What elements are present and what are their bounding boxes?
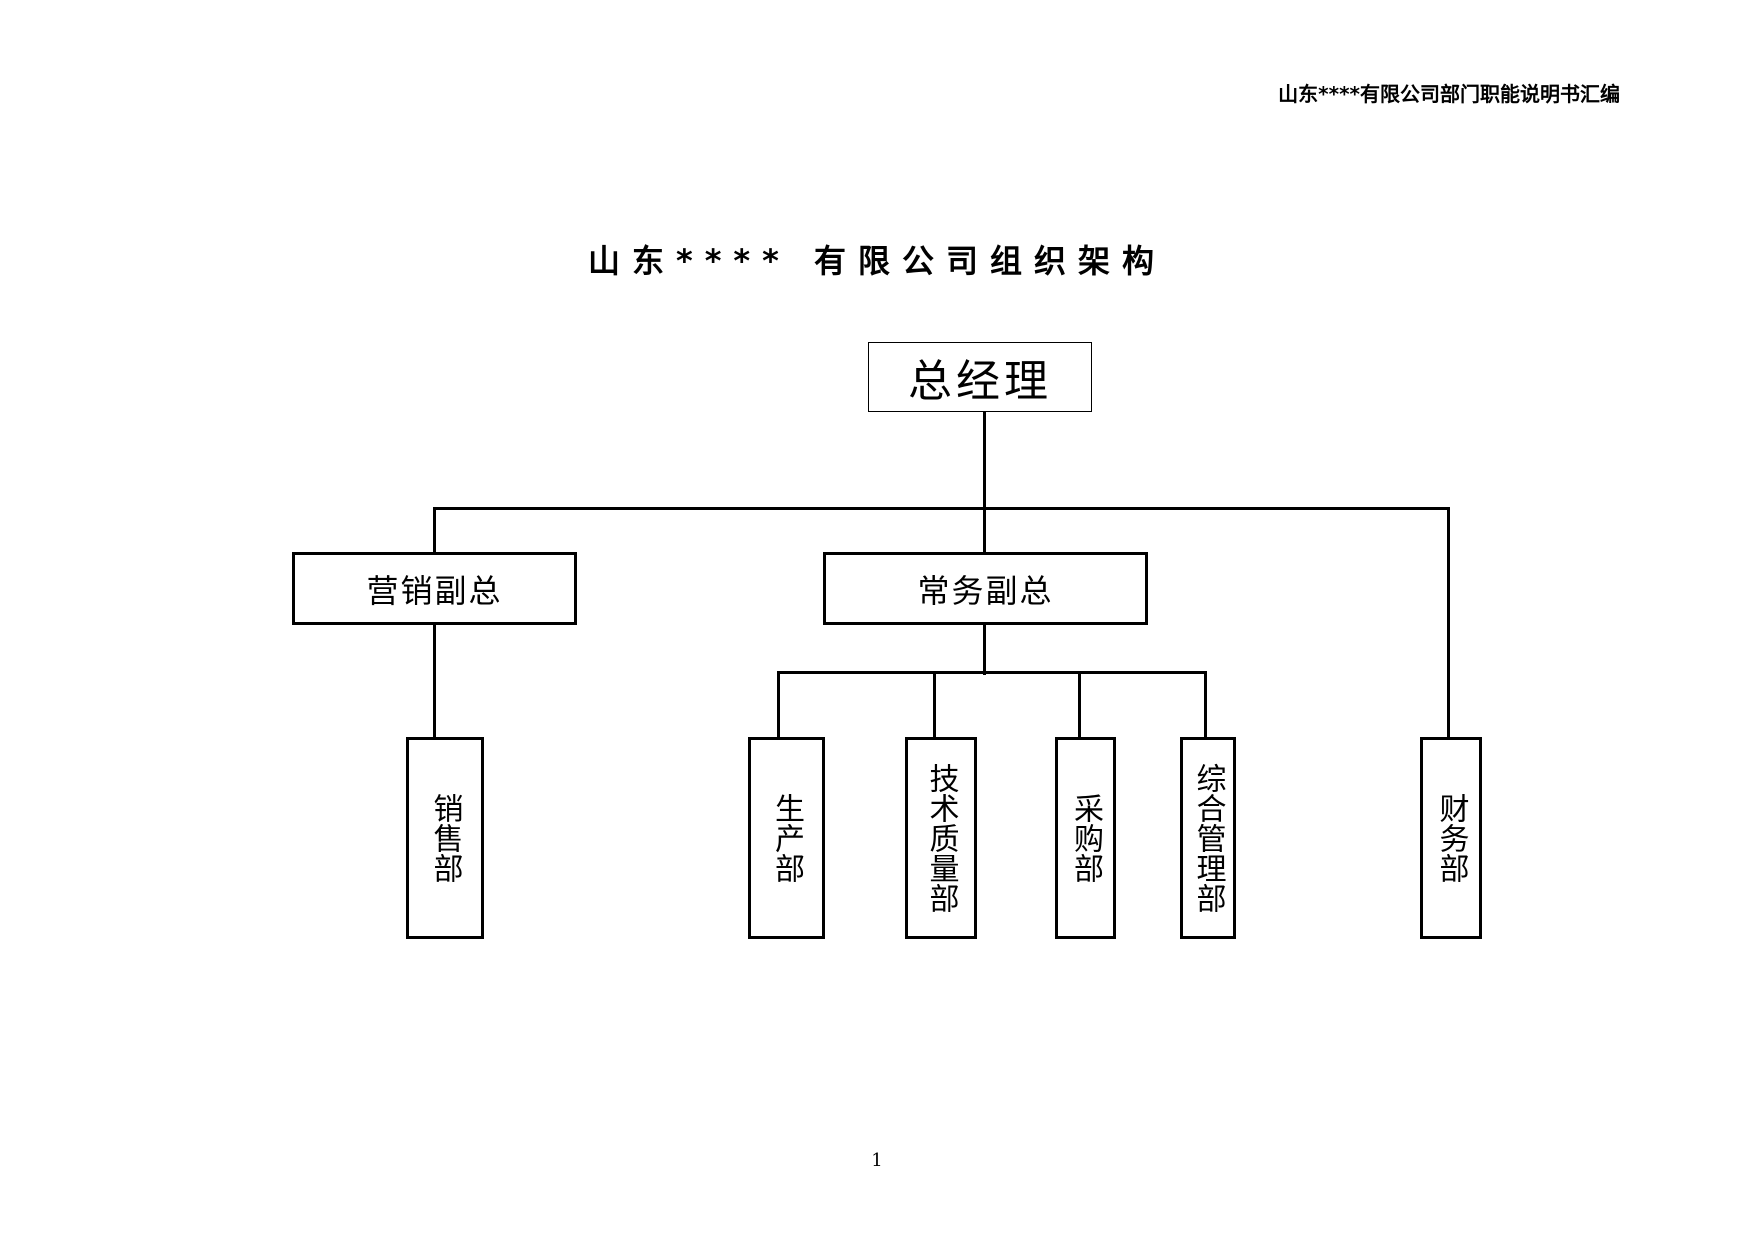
org-node-label: 总经理	[908, 356, 1052, 407]
org-node-sales: 销售部	[406, 737, 484, 939]
page-number: 1	[871, 1150, 883, 1171]
connector-to-procurement	[1078, 671, 1081, 739]
page-title: 山东**** 有限公司组织架构	[587, 242, 1167, 280]
connector-top-down	[983, 409, 986, 509]
connector-to-finance	[1447, 507, 1450, 739]
org-node-vp-executive: 常务副总	[823, 552, 1148, 625]
org-node-label: 综合管理部	[1190, 763, 1226, 913]
org-node-label: 采购部	[1068, 793, 1103, 883]
org-node-label: 销售部	[427, 793, 463, 883]
org-node-tech-quality: 技术质量部	[905, 737, 977, 939]
org-node-label: 财务部	[1433, 793, 1469, 883]
org-node-procurement: 采购部	[1055, 737, 1116, 939]
org-node-production: 生产部	[748, 737, 825, 939]
org-node-label: 生产部	[769, 793, 804, 883]
running-header: 山东****有限公司部门职能说明书汇编	[1278, 82, 1620, 106]
org-node-general-admin: 综合管理部	[1180, 737, 1236, 939]
org-node-finance: 财务部	[1420, 737, 1482, 939]
org-node-vp-marketing: 营销副总	[292, 552, 577, 625]
connector-to-tech-quality	[933, 671, 936, 739]
connector-executive-down	[983, 623, 986, 675]
connector-to-general-admin	[1204, 671, 1207, 739]
connector-sub-horizontal	[777, 671, 1205, 674]
org-node-general-manager: 总经理	[868, 342, 1092, 412]
connector-to-sales	[433, 623, 436, 739]
org-node-label: 技术质量部	[923, 763, 959, 913]
connector-main-horizontal	[433, 507, 1450, 510]
connector-to-vp-marketing	[433, 507, 436, 554]
connector-to-production	[777, 671, 780, 739]
org-node-label: 常务副总	[917, 571, 1054, 610]
connector-to-vp-executive	[983, 507, 986, 554]
org-node-label: 营销副总	[366, 571, 503, 610]
